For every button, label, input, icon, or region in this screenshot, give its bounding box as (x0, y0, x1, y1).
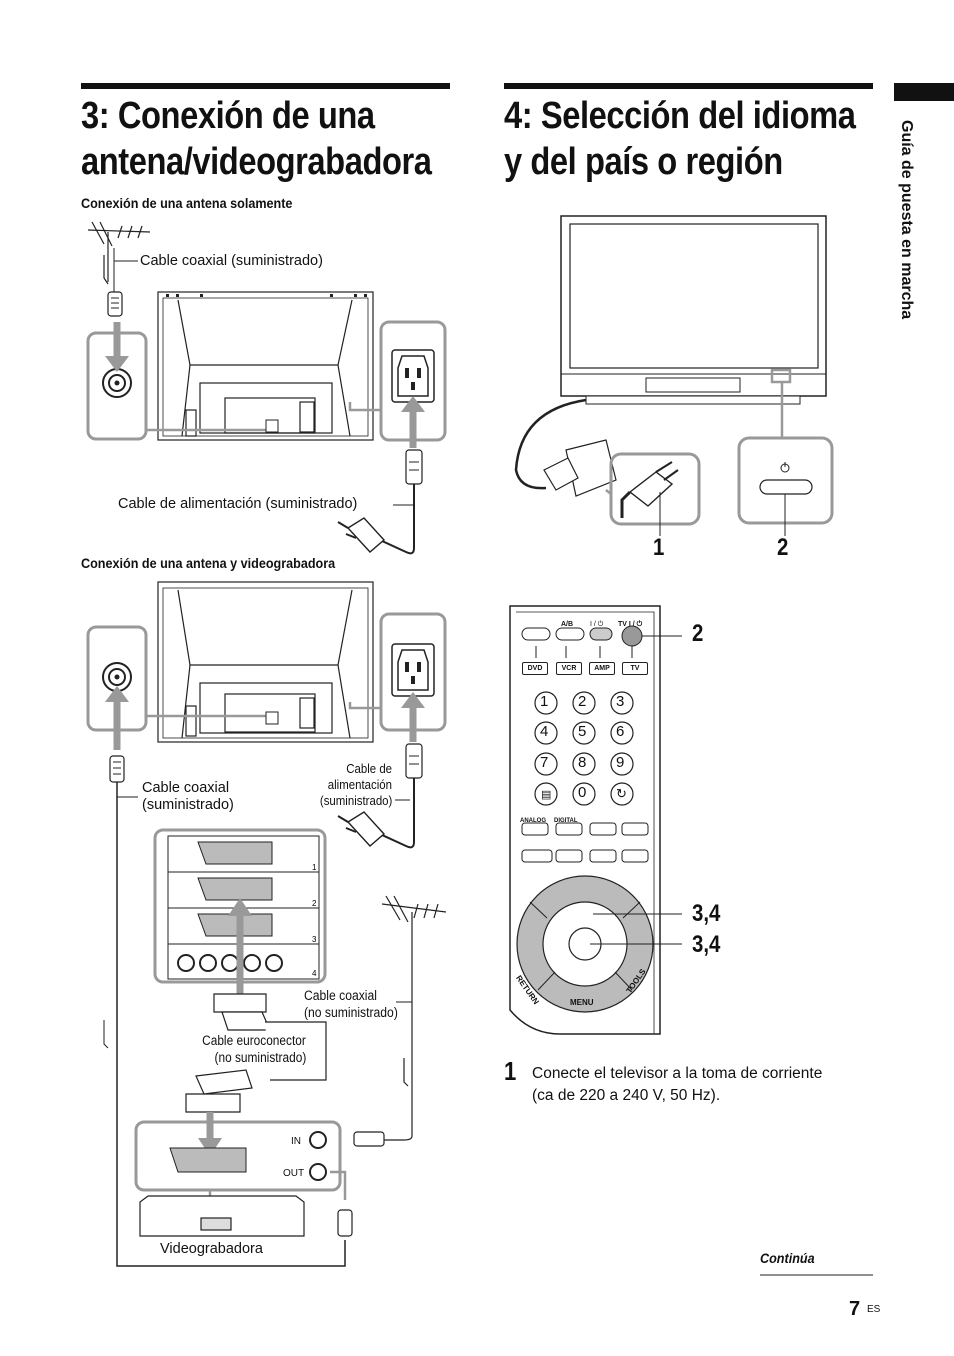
step-1-text-line2: (ca de 220 a 240 V, 50 Hz). (532, 1087, 721, 1104)
remote-button-tv: TV (622, 662, 648, 675)
remote-digit-8: 8 (578, 754, 587, 771)
remote-digit-3: 3 (616, 693, 625, 710)
remote-label-digital: DIGITAL (554, 818, 578, 824)
mains-plug-icon-1 (337, 517, 386, 553)
label-power-2-line1: Cable de (346, 761, 392, 776)
remote-label-ab: A/B (561, 621, 574, 628)
callout-34-lower: 3,4 (692, 931, 721, 958)
vcr-rear-panel (134, 1120, 342, 1192)
callout-34-upper: 3,4 (692, 900, 721, 927)
side-tab-marker (894, 83, 954, 101)
wall-socket-icon (543, 439, 617, 497)
power-plug-icon (405, 449, 423, 485)
remote-label-analog: ANALOG (520, 818, 546, 824)
svg-text:4: 4 (312, 969, 317, 978)
label-vcr-out: OUT (283, 1168, 305, 1179)
remote-jump-icon: ↻ (616, 786, 627, 801)
label-power-2-line3: (suministrado) (319, 793, 392, 808)
remote-digit-2: 2 (578, 693, 587, 710)
continua-label: Continúa (760, 1250, 815, 1266)
section4-rule (504, 83, 873, 89)
section4-title-line2: y del país o región (504, 141, 783, 183)
subheading-antenna-vcr: Conexión de una antena y videograbadora (81, 555, 336, 571)
antenna-icon-2 (381, 895, 447, 1141)
remote-digit-1: 1 (540, 693, 549, 710)
mains-plug-icon-2 (346, 811, 386, 847)
remote-digit-7: 7 (540, 754, 549, 771)
remote-label-tv-power: TV I / ⏻ (618, 621, 643, 628)
label-coax-2-line1: Cable coaxial (142, 780, 230, 796)
remote-digit-5: 5 (578, 723, 587, 740)
label-coax-supplied: Cable coaxial (suministrado) (140, 253, 323, 269)
tv-front-icon (560, 215, 827, 405)
section4-title-line1: 4: Selección del idioma (504, 95, 856, 137)
callout-1-plug: 1 (653, 534, 665, 561)
remote-digit-9: 9 (616, 754, 625, 771)
coax-plug-icon (107, 291, 123, 317)
label-power-cable: Cable de alimentación (suministrado) (118, 496, 358, 512)
section3-title-line2: antena/videograbadora (81, 141, 432, 183)
section3-rule (81, 83, 450, 89)
label-vcr: Videograbadora (160, 1241, 263, 1257)
label-coax-ns-line1: Cable coaxial (304, 988, 377, 1003)
section3-title-line1: 3: Conexión de una (81, 95, 375, 137)
label-euro-line2: (no suministrado) (214, 1050, 306, 1065)
tv-rear-panel-2 (157, 581, 374, 743)
vcr-icon (139, 1195, 305, 1237)
remote-label-menu: MENU (570, 998, 594, 1007)
tv-rear-panel-1 (157, 291, 374, 441)
label-vcr-in: IN (291, 1136, 301, 1147)
remote-label-power: I / ⏻ (590, 621, 604, 628)
page-lang: ES (867, 1304, 881, 1315)
remote-button-dvd: DVD (522, 662, 548, 675)
svg-text:2: 2 (312, 899, 317, 908)
callout-2-power: 2 (777, 534, 789, 561)
remote-digit-6: 6 (616, 723, 625, 740)
remote-control-icon (509, 605, 661, 1035)
remote-button-vcr: VCR (556, 662, 582, 675)
remote-text-icon: ▤ (541, 789, 552, 801)
subheading-antenna-only: Conexión de una antena solamente (81, 195, 293, 211)
step-1-text-line1: Conecte el televisor a la toma de corrie… (532, 1065, 823, 1082)
label-euro-line1: Cable euroconector (202, 1033, 306, 1048)
label-coax-ns-line2: (no suministrado) (304, 1005, 398, 1020)
page-number: 7 (849, 1298, 861, 1320)
tv-power-button-icon (759, 479, 813, 495)
callout-2-remote: 2 (692, 620, 704, 647)
svg-text:3: 3 (312, 935, 317, 944)
svg-text:1: 1 (312, 863, 317, 872)
remote-digit-4: 4 (540, 723, 549, 740)
label-coax-2-line2: (suministrado) (142, 797, 234, 813)
remote-digit-0: 0 (578, 784, 587, 801)
plug-callout (609, 452, 701, 526)
label-power-2-line2: alimentación (327, 777, 392, 792)
antenna-icon (87, 221, 151, 285)
scart-cable-icon (185, 993, 327, 1113)
remote-button-amp: AMP (589, 662, 615, 675)
step-1-number: 1 (504, 1056, 517, 1086)
